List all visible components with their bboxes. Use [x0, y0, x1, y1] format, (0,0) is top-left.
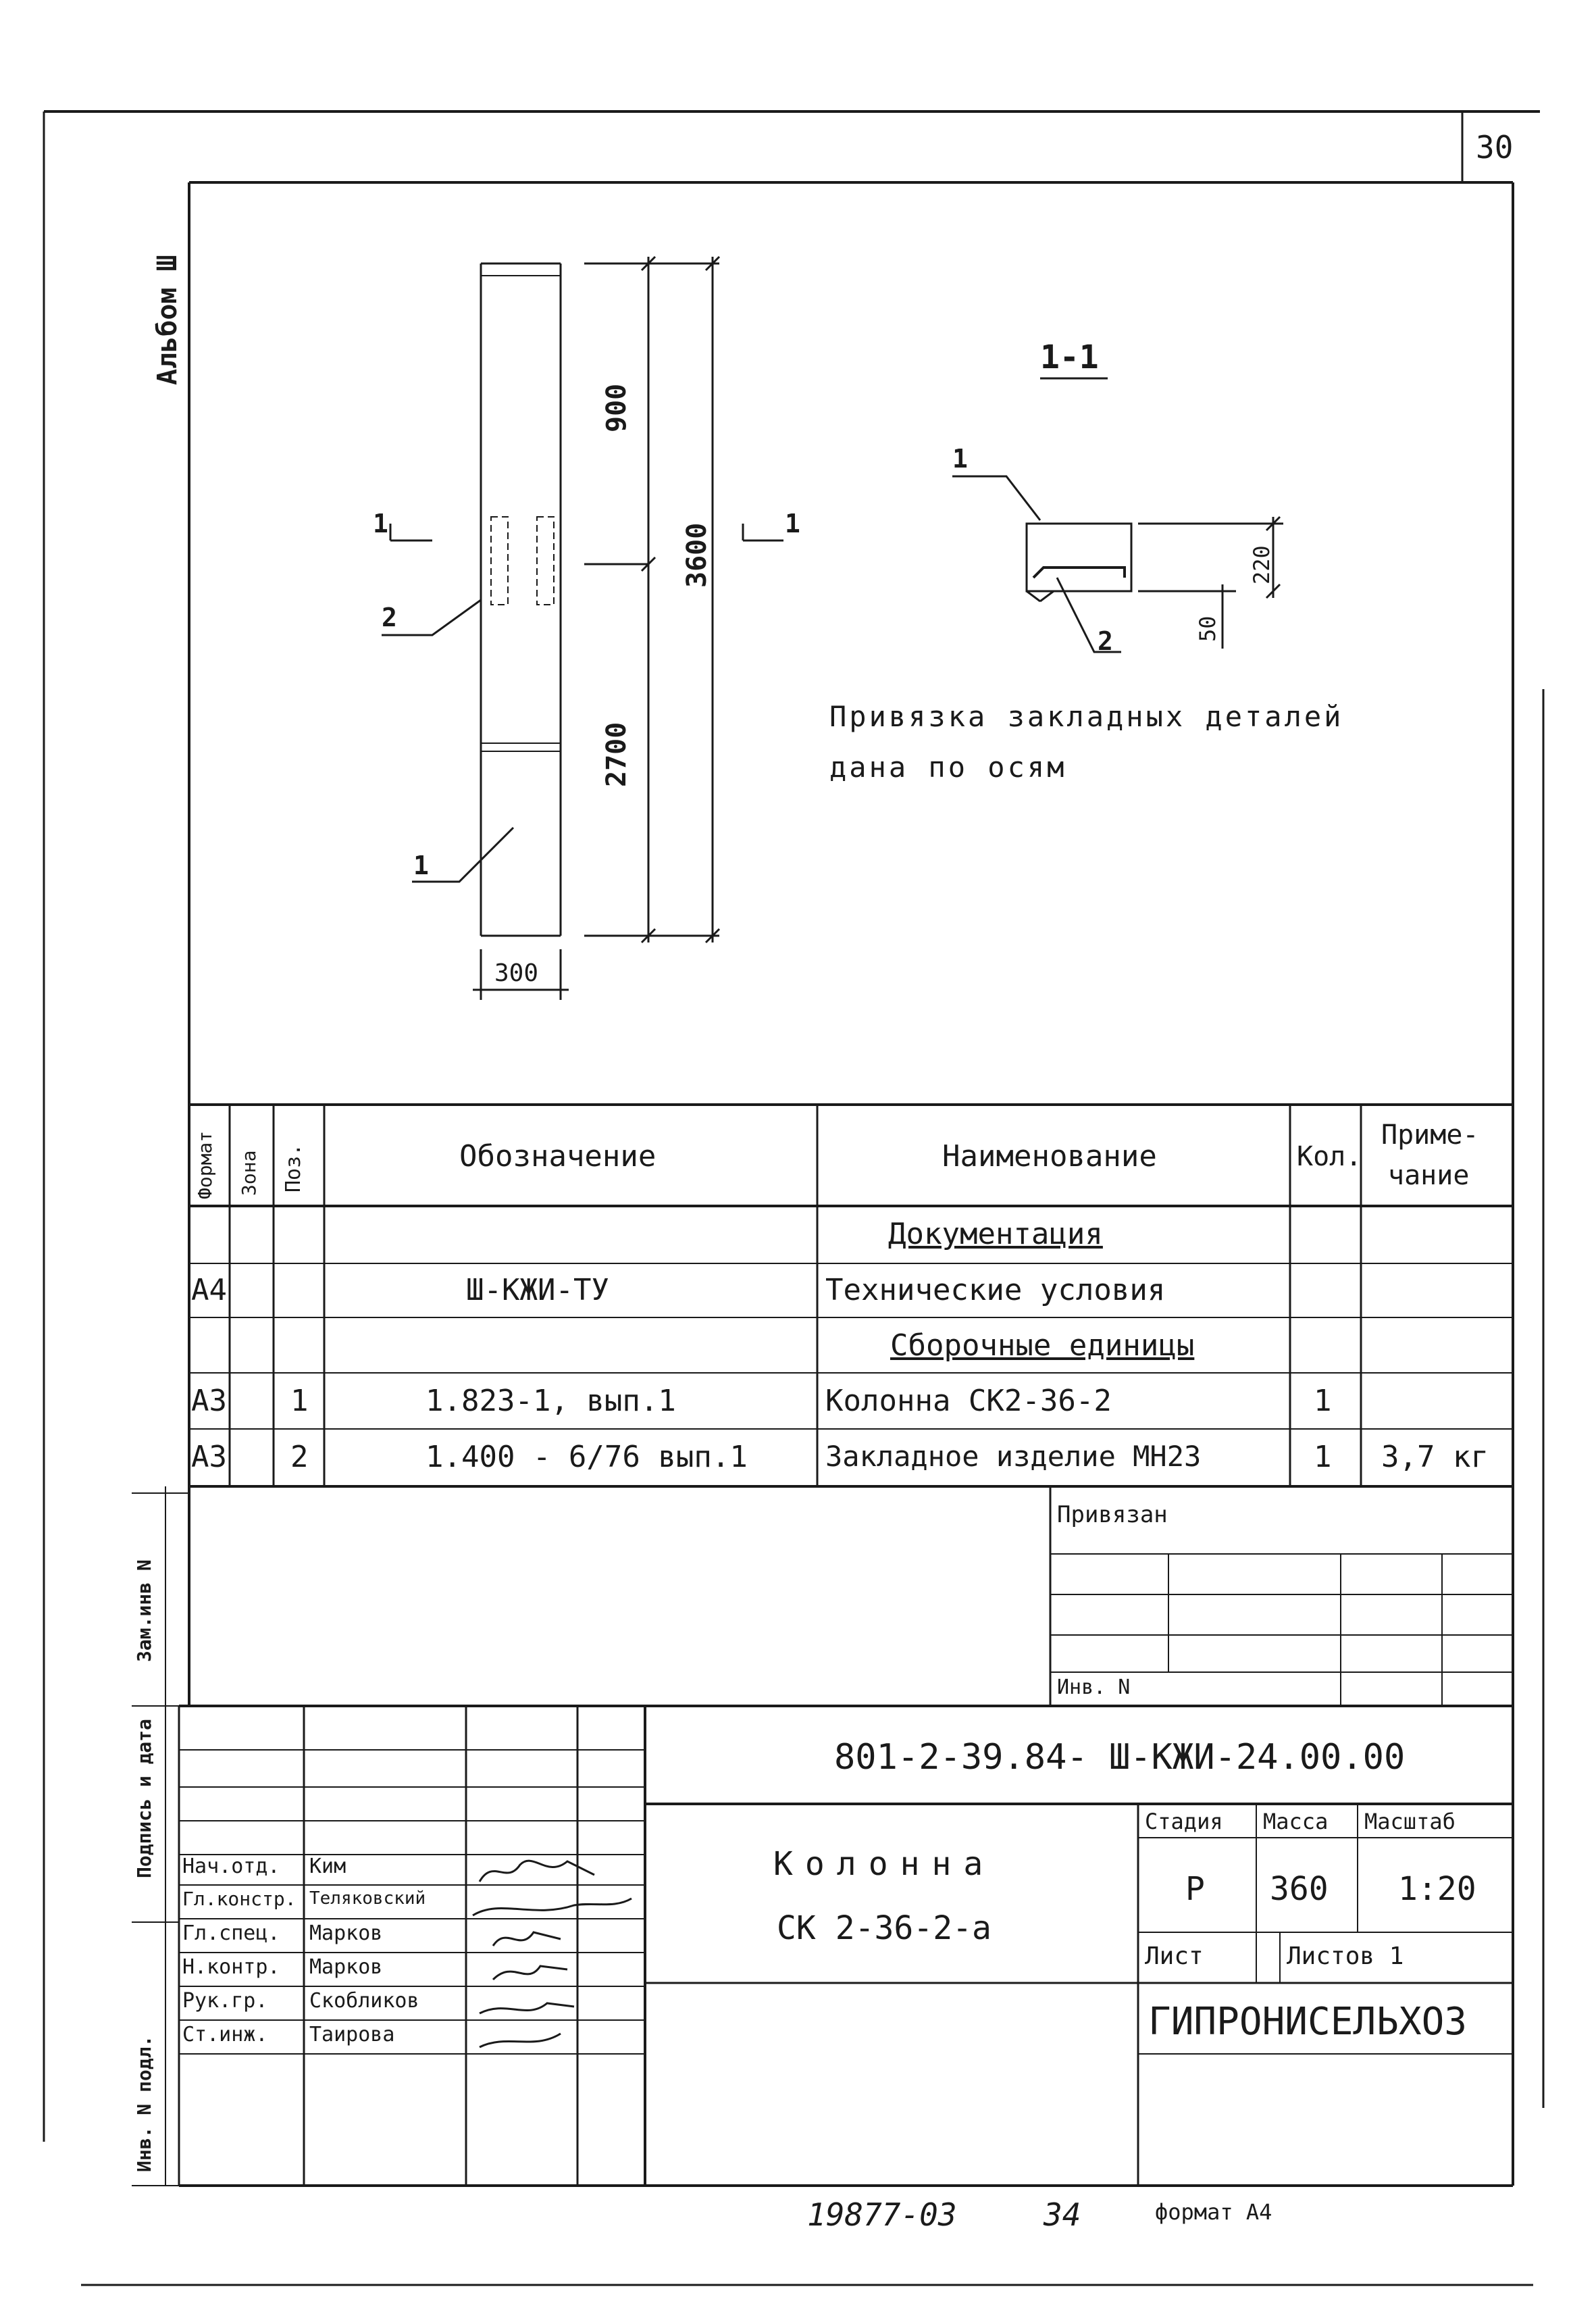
mass-label: Масса [1263, 1809, 1329, 1834]
spec-row-4-name: Закладное изделие МН23 [825, 1440, 1202, 1473]
note-line-1: Привязка закладных деталей [829, 700, 1344, 733]
sig-name-1: Теляковский [309, 1888, 426, 1909]
section-mark-right: 1 [785, 509, 800, 538]
spec-header-designation: Обозначение [459, 1139, 657, 1174]
sig-name-0: Ким [309, 1855, 346, 1878]
product-line-2: СК 2-36-2-а [777, 1909, 992, 1947]
callout-1: 1 [413, 851, 429, 880]
spec-header-note-2: чание [1388, 1160, 1470, 1191]
sig-role-2: Гл.спец. [182, 1921, 280, 1945]
spec-row-3-pos: 1 [290, 1384, 309, 1418]
format-label: формат А4 [1155, 2199, 1272, 2225]
spec-row-3-name: Колонна СК2-36-2 [825, 1384, 1112, 1418]
section-callout-2: 2 [1098, 626, 1113, 656]
binding-inv-label: Инв. N [1057, 1676, 1131, 1699]
sheets-label: Листов 1 [1287, 1942, 1404, 1970]
spec-row-3-format: А3 [191, 1384, 227, 1418]
sig-name-4: Скобликов [309, 1989, 419, 2013]
spec-row-2-name: Сборочные единицы [890, 1328, 1195, 1363]
spec-row-4-pos: 2 [290, 1440, 309, 1474]
sig-name-3: Марков [309, 1955, 383, 1979]
sig-role-1: Гл.констр. [182, 1888, 297, 1910]
scale-label: Масштаб [1364, 1809, 1456, 1834]
spec-row-4-qty: 1 [1314, 1440, 1332, 1474]
spec-row-4-note: 3,7 кг [1381, 1440, 1489, 1474]
handwritten-signatures [472, 1859, 632, 2048]
spec-row-0-name: Документация [888, 1217, 1103, 1251]
stage-value: Р [1185, 1870, 1205, 1908]
binding-label: Привязан [1057, 1501, 1168, 1528]
spec-row-4-format: А3 [191, 1440, 227, 1474]
spec-row-1-name: Технические условия [825, 1273, 1166, 1307]
sig-role-4: Рук.гр. [182, 1989, 268, 2013]
sig-name-5: Таирова [309, 2023, 395, 2046]
scale-value: 1:20 [1398, 1870, 1476, 1908]
sig-role-0: Нач.отд. [182, 1855, 280, 1878]
spec-row-1-format: А4 [191, 1273, 227, 1307]
sig-role-3: Н.контр. [182, 1955, 280, 1979]
spec-row-4-designation: 1.400 - 6/76 вып.1 [426, 1440, 748, 1474]
stage-label: Стадия [1145, 1809, 1223, 1834]
spec-header-qty: Кол. [1297, 1141, 1362, 1172]
sheet-label: Лист [1145, 1942, 1204, 1970]
section-mark-left: 1 [373, 509, 388, 538]
callout-2: 2 [382, 603, 397, 632]
mass-value: 360 [1270, 1870, 1329, 1908]
registration-number: 19877-03 [807, 2196, 957, 2233]
document-code: 801-2-39.84- Ш-КЖИ-24.00.00 [834, 1737, 1406, 1778]
section-title: 1-1 [1040, 338, 1099, 376]
section-callout-1: 1 [952, 444, 968, 474]
sig-name-2: Марков [309, 1921, 383, 1945]
note-line-2: дана по осям [829, 751, 1067, 784]
dim-width: 300 [494, 959, 539, 987]
sig-role-5: Ст.инж. [182, 2023, 268, 2046]
product-line-1: Колонна [773, 1845, 996, 1883]
spec-header-name: Наименование [942, 1139, 1157, 1174]
spec-header-note-1: Приме- [1381, 1120, 1479, 1151]
organization: ГИПРОНИСЕЛЬХОЗ [1148, 2000, 1468, 2044]
page-number: 30 [1476, 129, 1514, 166]
footer-page-number: 34 [1044, 2196, 1081, 2233]
spec-row-1-designation: Ш-КЖИ-ТУ [466, 1273, 609, 1307]
spec-row-3-qty: 1 [1314, 1384, 1332, 1418]
spec-row-3-designation: 1.823-1, вып.1 [426, 1384, 676, 1418]
